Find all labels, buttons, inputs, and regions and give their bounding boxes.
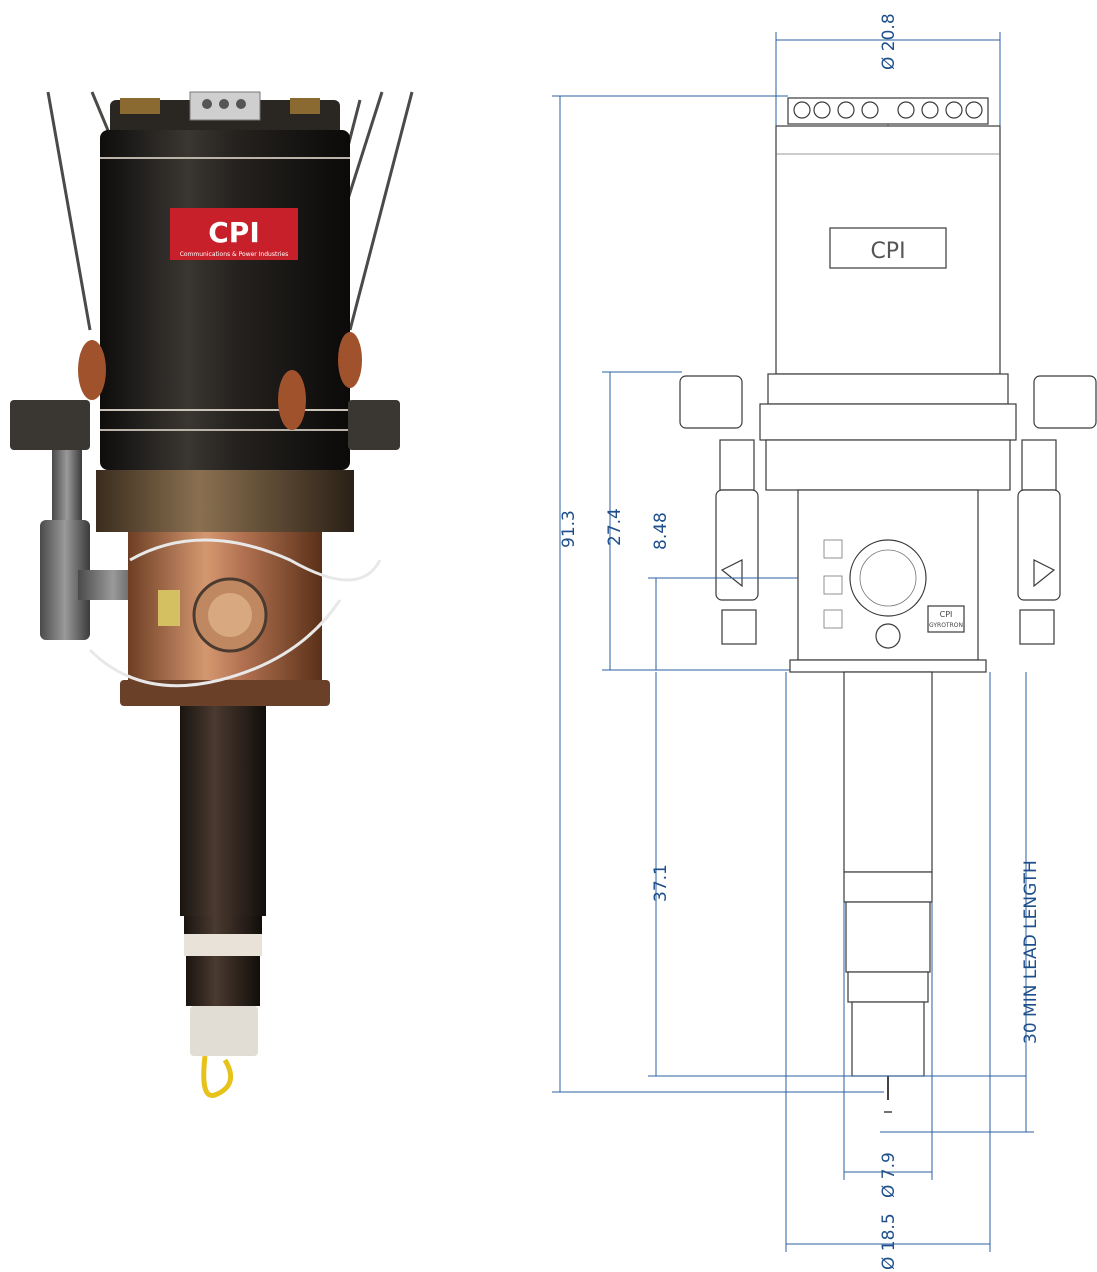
- wires: [88, 538, 382, 688]
- dim-lead-length: 30 MIN LEAD LENGTH: [1021, 860, 1041, 1044]
- svg-text:CPI: CPI: [870, 239, 905, 264]
- gyrotron-photo: CPI Communications & Power Industries: [10, 91, 414, 1098]
- base-flange: [789, 659, 987, 673]
- shackles: [78, 332, 362, 430]
- dim-upper-section: 27.4: [605, 508, 625, 546]
- dim-flange-section: 8.48: [651, 512, 671, 550]
- dim-lower-section: 37.1: [651, 864, 671, 902]
- dim-overall-height: 91.3: [559, 510, 579, 548]
- dim-flange-diameter: Ø 18.5: [879, 1213, 899, 1270]
- svg-text:Communications & Power Industr: Communications & Power Industries: [180, 251, 289, 258]
- collector-tube: [180, 706, 266, 916]
- yellow-lead: [201, 1055, 234, 1098]
- svg-text:GYROTRON: GYROTRON: [929, 622, 963, 629]
- left-electrode: [679, 375, 759, 645]
- technical-drawing: CPI CPI GYROTRON: [552, 13, 1097, 1270]
- cpi-logo: CPI Communications & Power Industries: [170, 208, 298, 260]
- magnet-cylinder: [100, 130, 350, 470]
- ceramic-ring: [184, 934, 262, 956]
- collector: [843, 671, 933, 873]
- cpi-plate: CPI: [829, 227, 947, 269]
- svg-text:CPI: CPI: [208, 216, 260, 249]
- dim-collector-diameter: Ø 7.9: [879, 1152, 899, 1198]
- bronze-band: [96, 470, 354, 532]
- bottom-ceramic: [190, 1006, 258, 1056]
- dimensions: Ø 20.8 91.3 27.4 8.48 37.1 30 MIN LEAD L…: [552, 13, 1041, 1270]
- side-electrodes: [10, 400, 400, 640]
- svg-text:CPI: CPI: [940, 610, 953, 619]
- top-connectors: [787, 97, 989, 125]
- gyrotron-plate: CPI GYROTRON: [927, 605, 965, 633]
- dim-top-diameter: Ø 20.8: [879, 13, 899, 70]
- right-electrode: [1017, 375, 1097, 645]
